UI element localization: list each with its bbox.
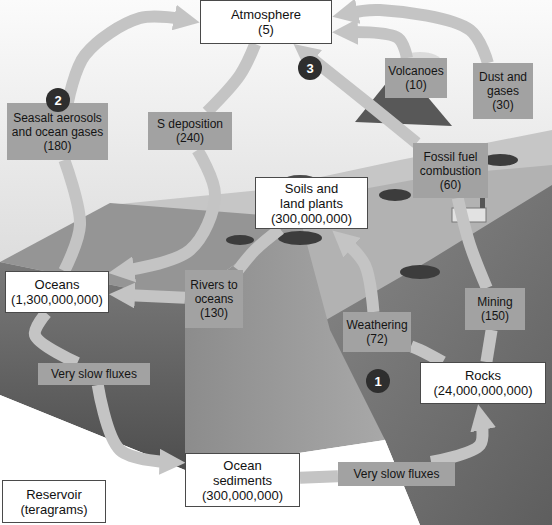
node-text: Rocks <box>465 368 501 383</box>
page-ground <box>0 395 420 525</box>
flux-arrow <box>238 229 280 270</box>
flux-arrow <box>486 330 491 362</box>
callout-number: 1 <box>366 369 390 393</box>
flux-arrow <box>68 16 184 103</box>
reservoir-box: Atmosphere(5) <box>200 0 332 44</box>
node-text: Weathering <box>346 318 407 332</box>
flux-arrow <box>348 32 407 58</box>
flux-box: Very slow fluxes <box>338 462 455 486</box>
flux-arrow <box>300 476 338 477</box>
node-text: Mining <box>477 295 512 309</box>
reservoir-box: Soils and land plants(300,000,000) <box>255 177 368 229</box>
trees <box>400 265 440 279</box>
node-text: Reservoir <box>26 487 82 502</box>
node-text: Volcanoes <box>388 64 443 78</box>
flux-arrow <box>124 150 215 271</box>
node-text: Ocean sediments <box>208 458 277 488</box>
node-text: Very slow fluxes <box>51 367 137 381</box>
node-text: Soils and land plants <box>276 181 347 211</box>
reservoir-box: Oceans(1,300,000,000) <box>5 271 109 313</box>
node-text: (300,000,000) <box>202 488 283 503</box>
node-text: (5) <box>258 22 274 37</box>
callout-number: 2 <box>46 88 70 112</box>
node-text: S deposition <box>157 117 223 131</box>
node-text: Fossil fuel combustion <box>415 150 486 178</box>
trees <box>226 235 254 245</box>
reservoir-box: Reservoir(teragrams) <box>2 480 106 523</box>
node-text: (1,300,000,000) <box>11 292 103 307</box>
flux-box: S deposition(240) <box>148 112 232 150</box>
node-text: (24,000,000,000) <box>433 383 532 398</box>
flux-arrow <box>207 44 255 112</box>
node-text: (teragrams) <box>20 502 87 517</box>
flux-arrow <box>411 346 443 362</box>
flux-box: Rivers to oceans(130) <box>185 270 243 328</box>
node-text: (30) <box>492 98 513 112</box>
node-text: (150) <box>481 309 509 323</box>
node-text: Seasalt aerosols and ocean gases <box>11 111 104 139</box>
trees <box>278 231 322 245</box>
flux-box: Volcanoes(10) <box>385 58 447 98</box>
trees <box>379 189 411 201</box>
flux-arrow <box>458 198 487 288</box>
node-text: (60) <box>440 178 461 192</box>
flux-box: Very slow fluxes <box>38 363 150 385</box>
flux-arrow <box>344 241 373 312</box>
node-text: Dust and gases <box>475 70 531 98</box>
flux-box: Mining(150) <box>465 288 525 330</box>
node-text: Very slow fluxes <box>353 467 439 481</box>
node-text: Atmosphere <box>231 7 301 22</box>
flux-arrow <box>125 295 185 298</box>
reservoir-box: Rocks(24,000,000,000) <box>420 362 546 404</box>
node-text: (130) <box>200 306 228 320</box>
flux-box: Weathering(72) <box>343 312 411 352</box>
flux-arrow <box>431 420 482 462</box>
node-text: (300,000,000) <box>271 211 352 226</box>
flux-arrow <box>348 10 488 63</box>
flux-arrow <box>35 313 78 363</box>
node-text: Rivers to oceans <box>187 278 241 306</box>
flux-arrow <box>98 385 170 462</box>
node-text: (180) <box>43 139 71 153</box>
callout-number: 3 <box>298 56 322 80</box>
node-text: (240) <box>176 131 204 145</box>
flux-arrow <box>64 160 80 271</box>
node-text: (10) <box>405 78 426 92</box>
node-text: Oceans <box>35 277 80 292</box>
reservoir-box: Ocean sediments(300,000,000) <box>185 453 300 507</box>
node-text: (72) <box>366 332 387 346</box>
flux-box: Fossil fuel combustion(60) <box>413 143 488 198</box>
flux-box: Dust and gases(30) <box>473 63 533 119</box>
